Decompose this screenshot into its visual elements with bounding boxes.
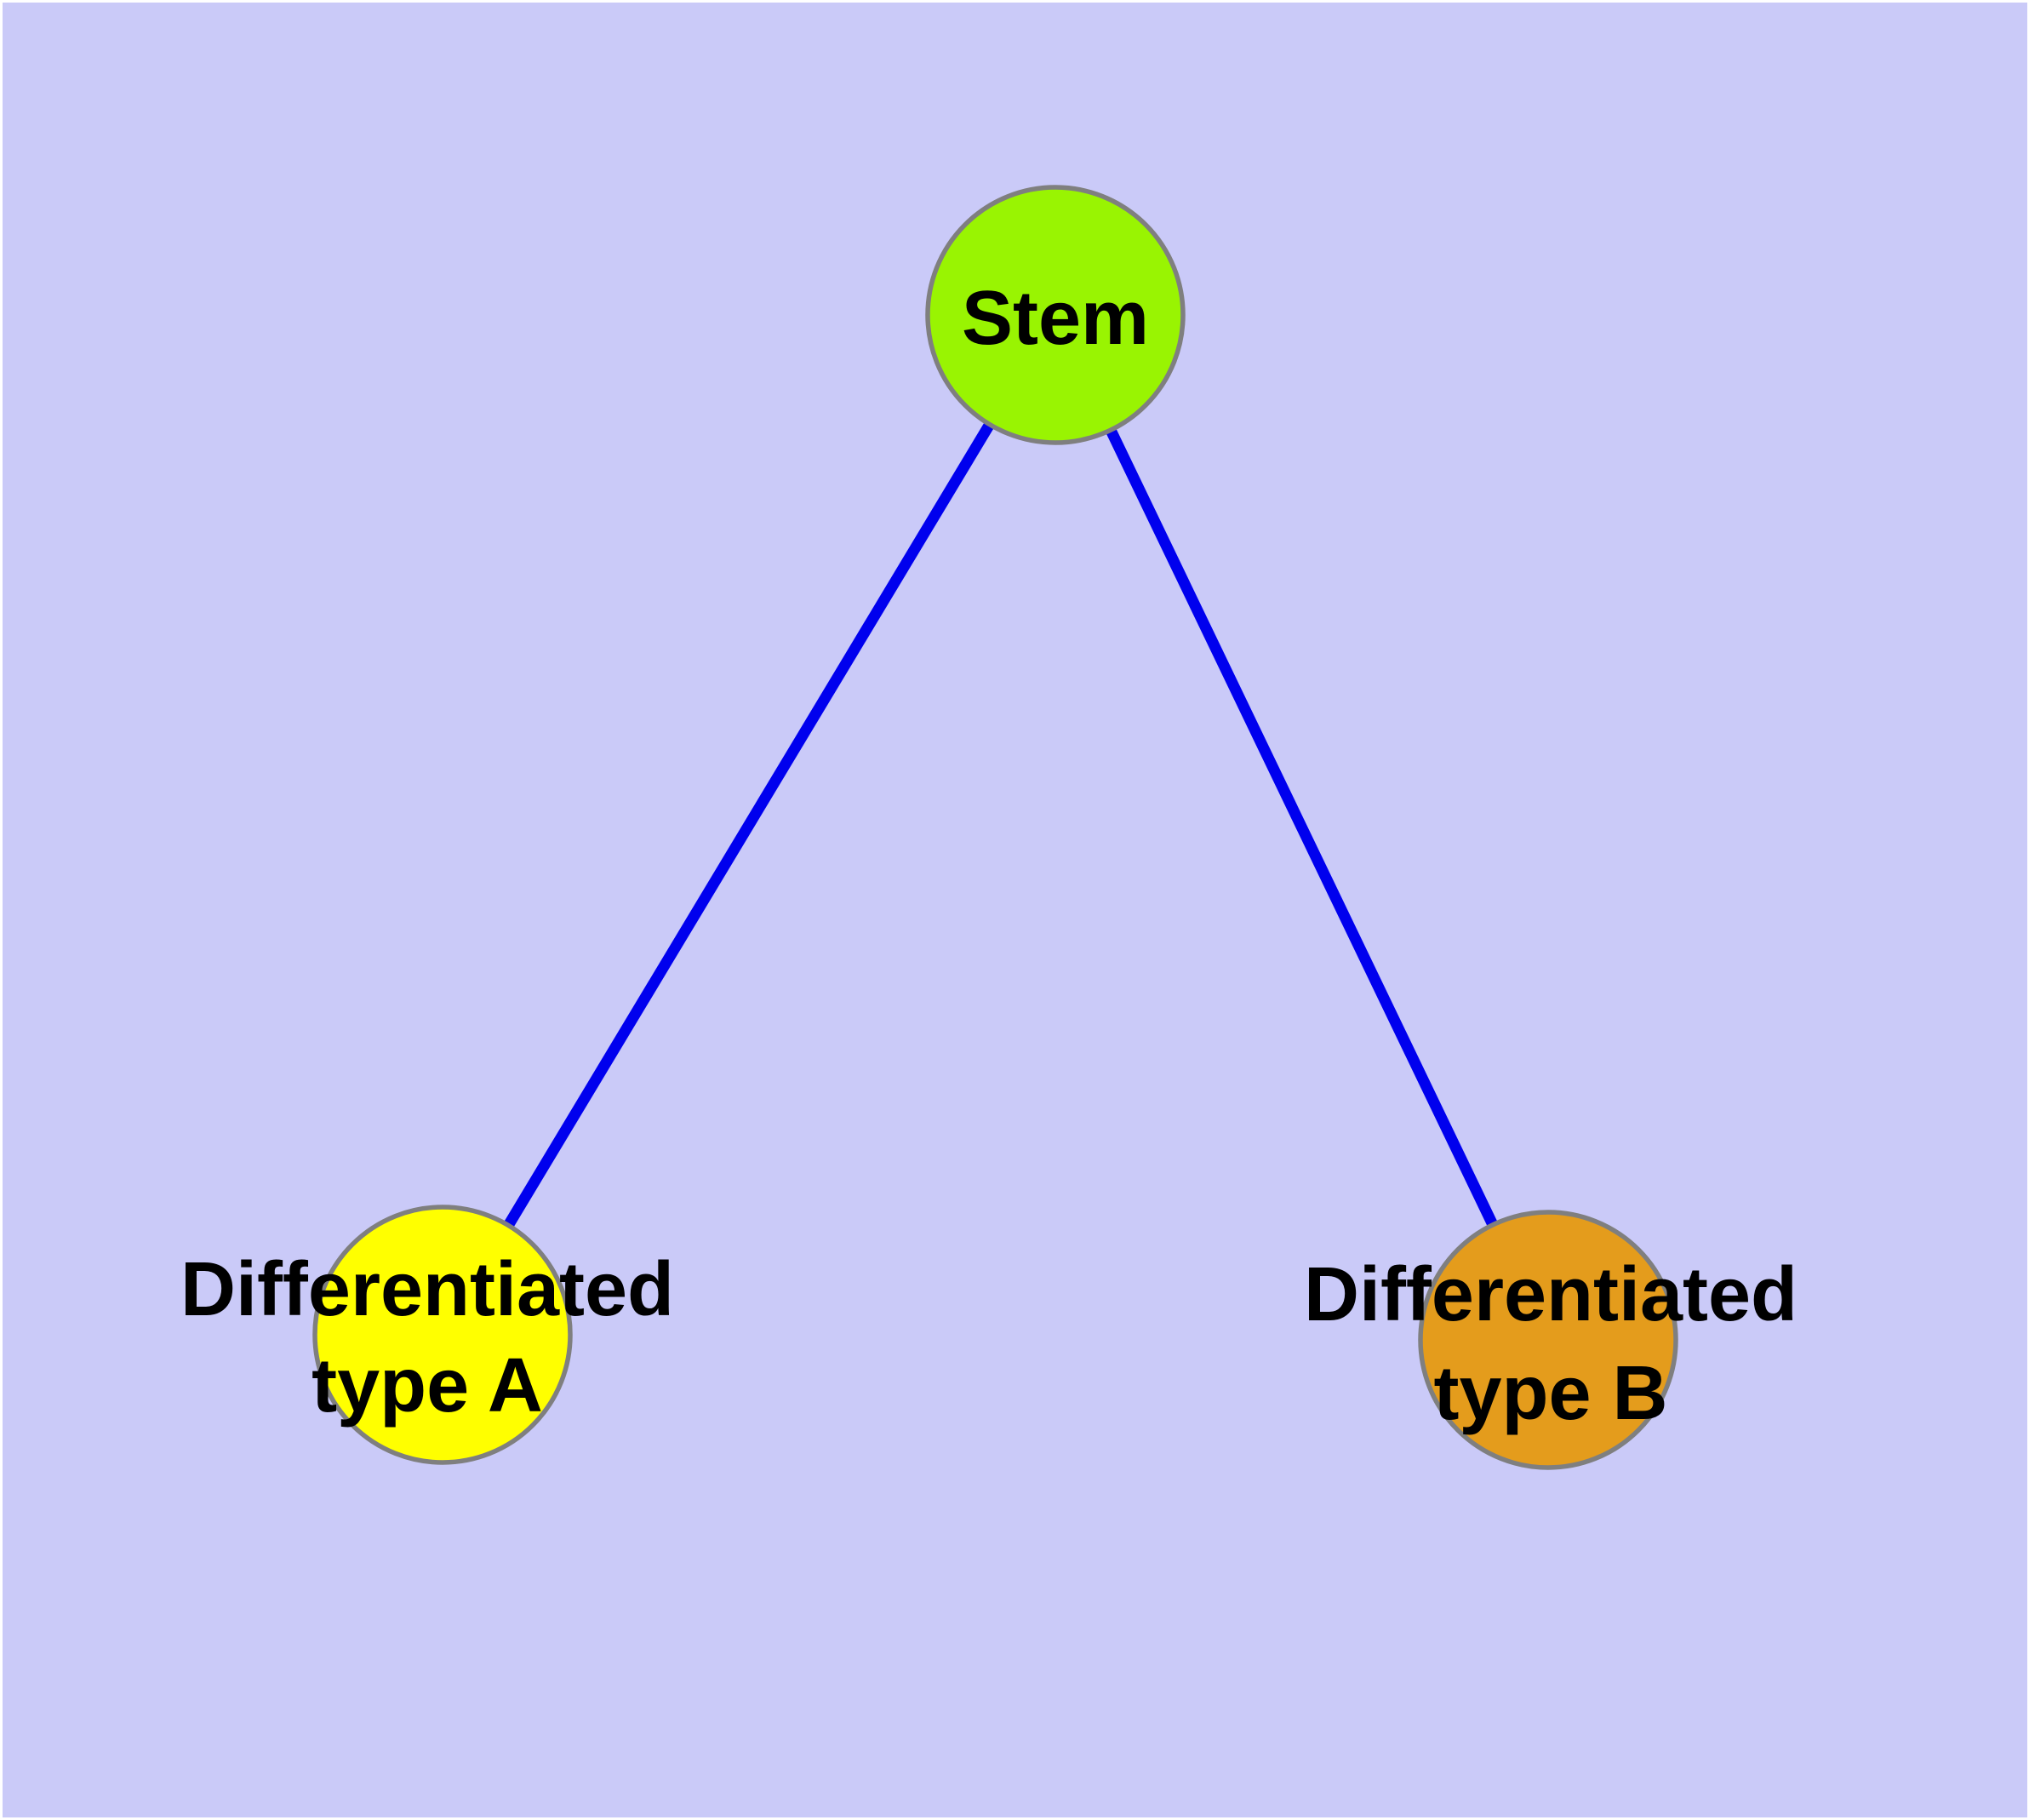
node-type-a-circle[interactable] bbox=[312, 1205, 573, 1465]
node-type-b-circle[interactable] bbox=[1418, 1210, 1678, 1470]
node-type-b: Differentiated type B bbox=[1304, 1210, 1798, 1470]
node-type-a-label-line2: type A bbox=[311, 1343, 543, 1428]
edge-stem-to-type-b[interactable] bbox=[1050, 312, 1553, 1342]
node-stem: Stem bbox=[925, 185, 1186, 445]
node-type-a-label-line1: Differentiated bbox=[180, 1247, 674, 1332]
edge-stem-to-type-a[interactable] bbox=[437, 312, 1060, 1338]
edge-layer bbox=[437, 312, 1553, 1342]
node-stem-circle[interactable] bbox=[925, 185, 1186, 445]
node-type-b-label-line2: type B bbox=[1433, 1351, 1667, 1436]
node-type-a: Differentiated type A bbox=[180, 1205, 674, 1465]
node-stem-label: Stem bbox=[962, 276, 1149, 361]
node-type-b-label-line1: Differentiated bbox=[1304, 1252, 1798, 1337]
